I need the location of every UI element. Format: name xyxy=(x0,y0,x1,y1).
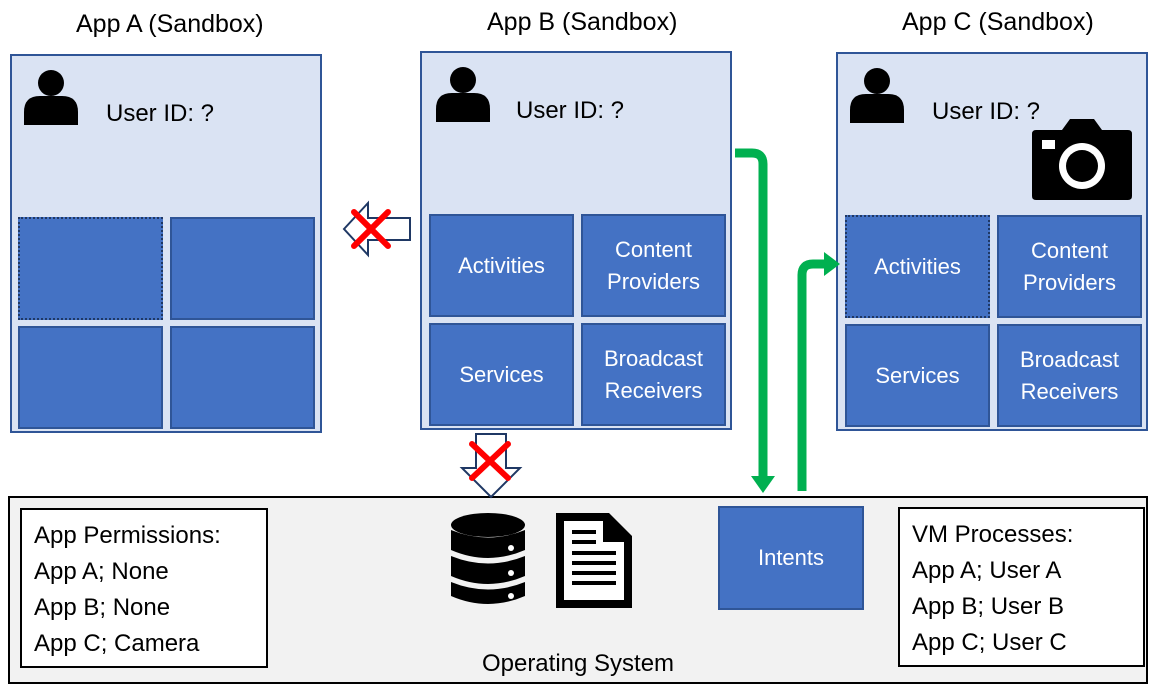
intent-flow-arrow xyxy=(735,148,775,493)
app-b-services: Services xyxy=(429,323,574,426)
process-line: App C; User C xyxy=(912,629,1067,656)
app-b-user-id: User ID: ? xyxy=(516,97,625,124)
permission-line: App C; Camera xyxy=(34,630,200,657)
camera-icon xyxy=(1032,119,1132,200)
blocked-arrow-icon xyxy=(342,200,411,258)
document-icon xyxy=(556,513,632,608)
app-b-broadcast-receivers: Broadcast Receivers xyxy=(581,323,726,426)
intent-flow-arrow xyxy=(797,252,840,491)
app-a-component-slot xyxy=(18,326,163,429)
app-c-title: App C (Sandbox) xyxy=(902,8,1094,36)
app-permissions-heading: App Permissions: xyxy=(34,522,221,549)
app-b-sandbox: User ID: ? Activities Content Providers … xyxy=(420,51,732,430)
user-icon xyxy=(24,70,78,125)
app-a-sandbox: User ID: ? xyxy=(10,54,322,433)
app-a-user-id: User ID: ? xyxy=(106,100,215,127)
operating-system: App Permissions: App A; None App B; None… xyxy=(8,496,1148,684)
permission-line: App A; None xyxy=(34,558,169,585)
database-icon xyxy=(451,513,525,604)
app-c-broadcast-receivers: Broadcast Receivers xyxy=(997,324,1142,427)
app-b-title: App B (Sandbox) xyxy=(487,8,678,36)
app-c-user-id: User ID: ? xyxy=(932,98,1041,125)
app-c-services: Services xyxy=(845,324,990,427)
process-line: App A; User A xyxy=(912,557,1062,584)
app-b-content-providers: Content Providers xyxy=(581,214,726,317)
operating-system-label: Operating System xyxy=(481,650,675,677)
app-a-component-slot xyxy=(18,217,163,320)
app-a-title: App A (Sandbox) xyxy=(76,10,264,38)
vm-processes-heading: VM Processes: xyxy=(912,521,1074,548)
process-line: App B; User B xyxy=(912,593,1065,620)
app-c-activities: Activities xyxy=(845,215,990,318)
app-c-sandbox: User ID: ? Activities Content Providers … xyxy=(836,52,1148,431)
app-a-component-slot xyxy=(170,217,315,320)
app-a-component-slot xyxy=(170,326,315,429)
user-icon xyxy=(850,68,904,123)
app-c-content-providers: Content Providers xyxy=(997,215,1142,318)
vm-processes-box: VM Processes: App A; User A App B; User … xyxy=(898,507,1145,667)
blocked-arrow-icon xyxy=(459,433,523,499)
user-icon xyxy=(436,67,490,122)
permission-line: App B; None xyxy=(34,594,171,621)
intents-box: Intents xyxy=(718,506,864,610)
app-permissions-box: App Permissions: App A; None App B; None… xyxy=(20,508,268,668)
app-b-activities: Activities xyxy=(429,214,574,317)
